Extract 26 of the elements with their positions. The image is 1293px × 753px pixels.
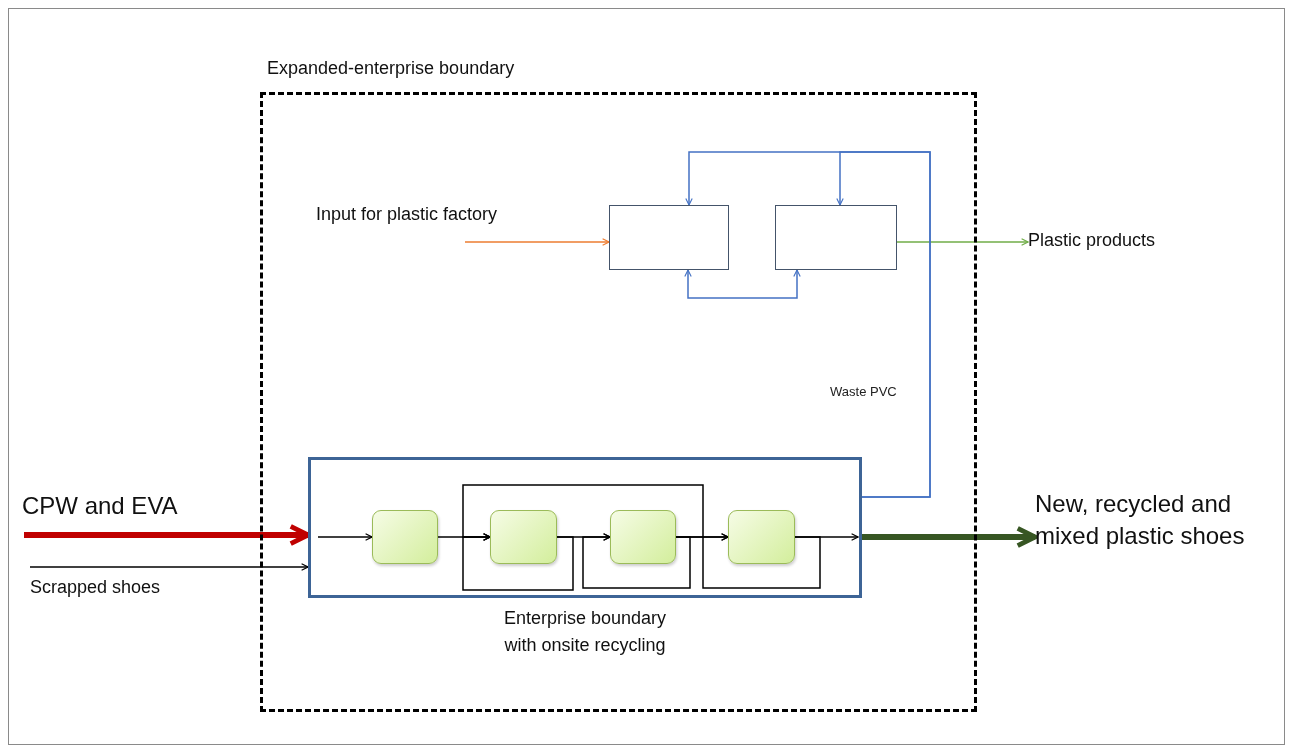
edge-label: Waste PVC xyxy=(828,384,899,399)
flow-label: Scrapped shoes xyxy=(30,567,250,599)
arrow xyxy=(462,533,574,591)
process-step-box xyxy=(372,510,438,564)
arrow xyxy=(24,524,311,546)
arrow xyxy=(464,238,610,246)
flow-label: Plastic products xyxy=(1028,228,1218,256)
boundary-label: Expanded-enterprise boundary xyxy=(267,57,515,80)
process-step-box xyxy=(610,510,676,564)
process-step-box xyxy=(728,510,795,564)
boundary-label: Enterprise boundary with onsite recycling xyxy=(502,607,668,657)
arrow xyxy=(862,526,1038,548)
flow-label: CPW and EVA xyxy=(22,490,242,535)
arrow xyxy=(462,484,704,541)
arrow xyxy=(702,533,821,589)
arrow xyxy=(896,238,1029,246)
arrow xyxy=(317,533,373,541)
arrow xyxy=(684,269,801,299)
arrow xyxy=(836,151,931,498)
arrow xyxy=(582,533,691,589)
arrow xyxy=(29,563,309,571)
process-box xyxy=(609,205,729,270)
flow-label: Input for plastic factory xyxy=(316,202,578,242)
process-step-box xyxy=(490,510,557,564)
flow-label: New, recycled and mixed plastic shoes xyxy=(1035,488,1287,564)
process-box xyxy=(775,205,897,270)
